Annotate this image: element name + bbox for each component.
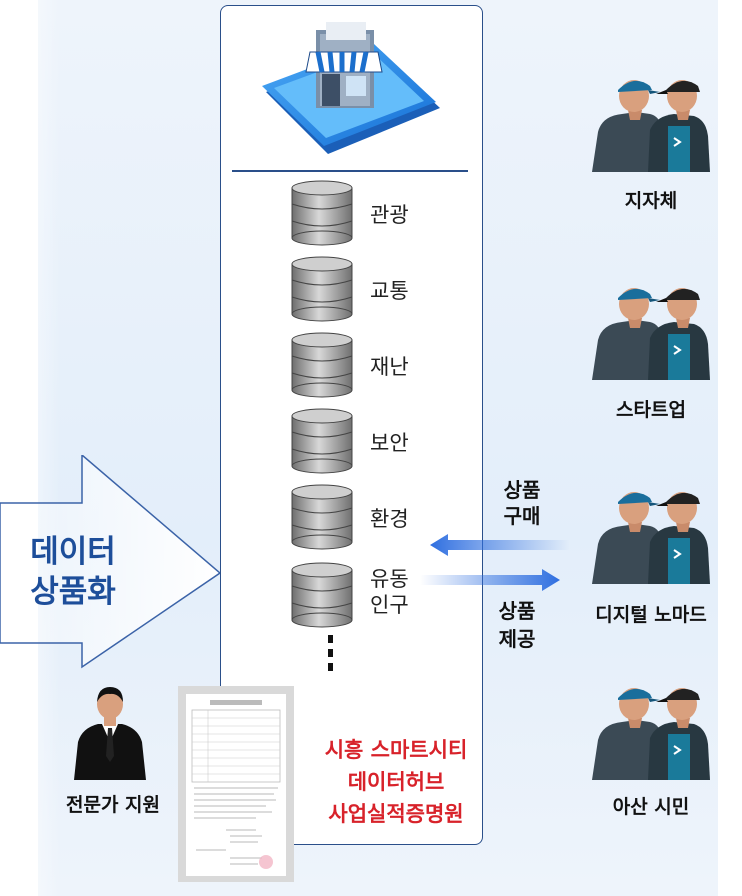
expert-label: 전문가 지원 [65,794,160,816]
more-indicator [324,635,336,677]
database-icon [291,408,353,474]
provide-label-line2: 제공 [498,627,536,651]
person-group-icon [591,491,711,585]
purchase-label-line2: 구매 [503,504,541,528]
certificate-line3: 사업실적증명원 [328,802,464,826]
consumer-label: 디지털 노마드 [595,604,707,626]
arrow-text-line1: 데이터 [30,534,116,570]
db-row-floating-population: 유동 인구 [290,562,460,632]
certificate-line1: 시흥 스마트시티 [324,738,468,762]
db-row-environment: 환경 [290,484,460,554]
db-row-tourism: 관광 [290,180,460,250]
hub-divider [232,170,468,172]
certificate-line2: 데이터허브 [347,770,445,794]
consumer-label: 아산 시민 [612,796,690,818]
db-label: 교통 [370,279,409,303]
db-label: 재난 [370,355,409,379]
productization-arrow [0,455,222,669]
db-label: 환경 [370,507,409,531]
purchase-arrow [430,534,570,556]
certificate-title: 시흥 스마트시티 데이터허브 사업실적증명원 [296,734,496,830]
db-label: 관광 [370,203,409,227]
purchase-label-line1: 상품 [503,478,541,502]
consumer-label: 지자체 [624,190,678,212]
certificate-page [186,694,286,876]
arrow-text-line2: 상품화 [30,574,116,610]
person-group-icon [591,79,711,173]
db-row-traffic: 교통 [290,256,460,326]
businessman-icon [74,687,146,780]
database-icon [291,332,353,398]
left-fade [0,0,60,896]
database-icon [291,256,353,322]
database-icon [291,180,353,246]
person-group-icon [591,687,711,781]
db-row-disaster: 재난 [290,332,460,402]
db-label: 유동 인구 [370,567,409,617]
db-row-security: 보안 [290,408,460,478]
database-icon [291,484,353,550]
db-label: 보안 [370,431,409,455]
consumer-label: 스타트업 [616,399,686,421]
database-icon [291,562,353,628]
person-group-icon [591,287,711,381]
store-phone-icon [262,22,440,154]
certificate-document-icon [178,686,294,882]
provide-label-line1: 상품 [498,599,536,623]
provide-arrow [420,569,560,591]
